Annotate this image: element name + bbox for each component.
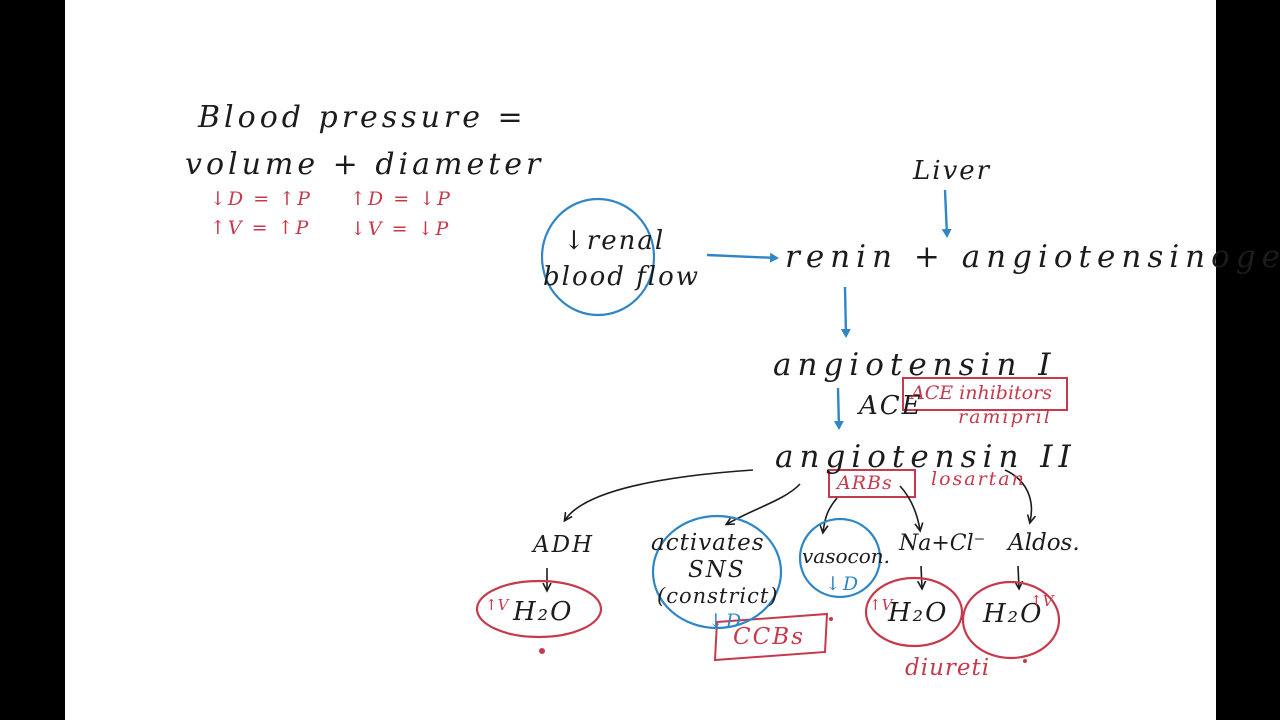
aldos-h2o: H₂O xyxy=(983,599,1044,629)
vasocon-circle xyxy=(798,517,882,599)
arbs-box xyxy=(828,469,916,498)
branch-to-aldos xyxy=(1004,469,1031,522)
losartan-label: losartan xyxy=(931,468,1026,490)
rule-1: ↓D = ↑P xyxy=(210,188,312,210)
rule-3: ↑V = ↑P xyxy=(210,217,311,239)
ace-label: ACE xyxy=(859,391,923,421)
formula-line-1: Blood pressure = xyxy=(198,100,527,135)
formula-line-2: volume + diameter xyxy=(185,147,545,182)
adh-h2o-circle xyxy=(475,579,603,639)
sns-line-1: activates xyxy=(651,530,765,556)
adh-v-mark: ↑V xyxy=(485,596,509,614)
renal-flow-line-1: ↓renal xyxy=(563,226,666,256)
arbs-label: ARBs xyxy=(837,472,893,494)
ink-dot xyxy=(829,617,833,621)
branch-to-sns xyxy=(727,483,801,524)
arrow-to-renin xyxy=(706,252,779,263)
branch-to-adh xyxy=(565,469,754,520)
angiotensin-2: angiotensin II xyxy=(775,439,1077,475)
rule-2: ↑D = ↓P xyxy=(350,188,452,210)
liver-label: Liver xyxy=(913,156,992,186)
aldos-label: Aldos. xyxy=(1008,530,1080,556)
vasocon-label: vasocon. xyxy=(802,544,891,568)
vasocon-d-mark: ↓D xyxy=(825,573,861,595)
ramipril-label: ramipril xyxy=(958,406,1052,428)
nacl-label: Na+Cl⁻ xyxy=(899,531,986,556)
aldos-h2o-circle xyxy=(961,580,1061,660)
ace-inhibitors-box xyxy=(902,377,1068,411)
ccbs-box xyxy=(713,612,829,662)
ccbs-label: CCBs xyxy=(733,624,805,650)
arrow-nacl-h2o xyxy=(921,565,922,588)
ace-inhibitors-label: ACE inhibitors xyxy=(911,382,1052,404)
rule-4: ↓V = ↓P xyxy=(350,218,451,240)
angiotensin-1: angiotensin I xyxy=(773,347,1057,383)
adh-label: ADH xyxy=(533,532,595,558)
nacl-v-mark: ↑V xyxy=(869,596,893,614)
nacl-h2o: H₂O xyxy=(888,598,949,628)
arrow-aldos-h2o xyxy=(1018,565,1019,588)
renal-flow-line-2: blood flow xyxy=(543,262,701,292)
whiteboard: Blood pressure = volume + diameter ↓D = … xyxy=(65,0,1280,720)
ink-dot xyxy=(539,648,545,654)
sns-line-2: SNS xyxy=(688,557,746,583)
aldos-v-mark: ↑V xyxy=(1030,592,1054,610)
ink-dot xyxy=(1023,659,1027,663)
arrow-ang1-down xyxy=(833,387,844,430)
branch-to-nacl xyxy=(899,485,920,530)
sns-d-mark: ↓D xyxy=(708,610,744,632)
renin-angiotensinogen: renin + angiotensinogen xyxy=(785,239,1280,275)
nacl-h2o-circle xyxy=(864,576,964,648)
renal-flow-circle xyxy=(540,197,656,317)
sns-line-3: (constrict) xyxy=(657,584,779,608)
arrow-renin-down xyxy=(840,286,851,338)
adh-h2o: H₂O xyxy=(513,597,574,627)
sns-circle xyxy=(651,514,783,630)
diuretics-label: diureti xyxy=(905,655,991,681)
arrow-liver-down xyxy=(941,189,952,238)
ink-strokes-layer xyxy=(475,189,1068,663)
branch-to-vasocon xyxy=(823,497,838,532)
